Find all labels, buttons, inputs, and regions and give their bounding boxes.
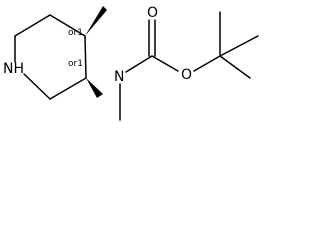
bond-c4-c3	[84, 35, 87, 79]
bond-n-carbonyl	[125, 55, 153, 73]
atom-label-o-carbonyl: O	[147, 5, 158, 21]
stereo-label-c3: or1	[68, 59, 83, 69]
bond-c5-c6	[14, 14, 51, 37]
atom-label-n-carbamate: N	[114, 69, 124, 85]
atom-label-nh: NH	[3, 61, 24, 77]
bond-carbonyl-oester	[151, 55, 179, 72]
bond-tbu-methyl-right	[219, 35, 259, 57]
bond-c2-c3	[49, 77, 87, 100]
stereo-label-c4: or1	[68, 28, 83, 38]
atom-label-o-ester: O	[181, 67, 192, 83]
chemical-structure: NH N O O or1 or1	[3, 5, 259, 121]
wedge-bond-c4-methyl	[85, 6, 107, 36]
wedge-bond-c3-n	[86, 78, 103, 98]
bond-n1-c2	[23, 73, 51, 100]
bond-tbu-methyl-bottom	[219, 55, 251, 79]
bond-oester-tbu	[193, 55, 221, 72]
bond-c4-c5	[49, 14, 86, 37]
